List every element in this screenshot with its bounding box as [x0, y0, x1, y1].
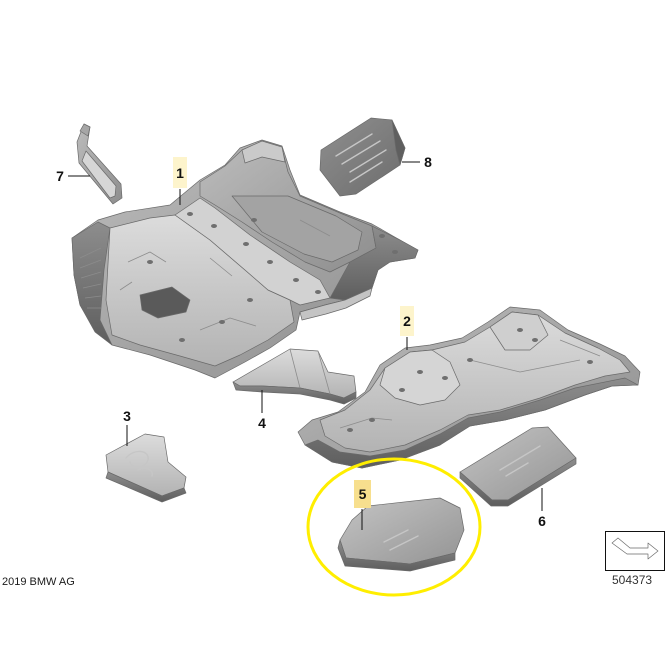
part-5-drawing: [337, 497, 465, 572]
part-6-drawing: [459, 426, 577, 507]
callout-2[interactable]: 2: [400, 306, 414, 336]
part-1-drawing: [71, 139, 419, 379]
callout-8[interactable]: 8: [424, 154, 432, 170]
part-3-drawing: [105, 433, 187, 503]
selection-ellipse: [306, 457, 482, 597]
part-7-drawing: [76, 123, 123, 205]
copyright-notice: 2019 BMW AG: [2, 576, 75, 588]
callout-6[interactable]: 6: [538, 513, 546, 529]
callout-1[interactable]: 1: [173, 157, 187, 188]
diagram-number: 504373: [612, 573, 653, 587]
part-2-drawing: [297, 306, 641, 469]
callout-3[interactable]: 3: [123, 408, 131, 424]
callout-5[interactable]: 5: [354, 480, 371, 508]
part-4-drawing: [232, 348, 357, 405]
part-8-drawing: [319, 117, 406, 197]
view-direction-arrow-icon: [605, 531, 665, 571]
callout-7[interactable]: 7: [56, 168, 64, 184]
callout-4[interactable]: 4: [258, 415, 266, 431]
